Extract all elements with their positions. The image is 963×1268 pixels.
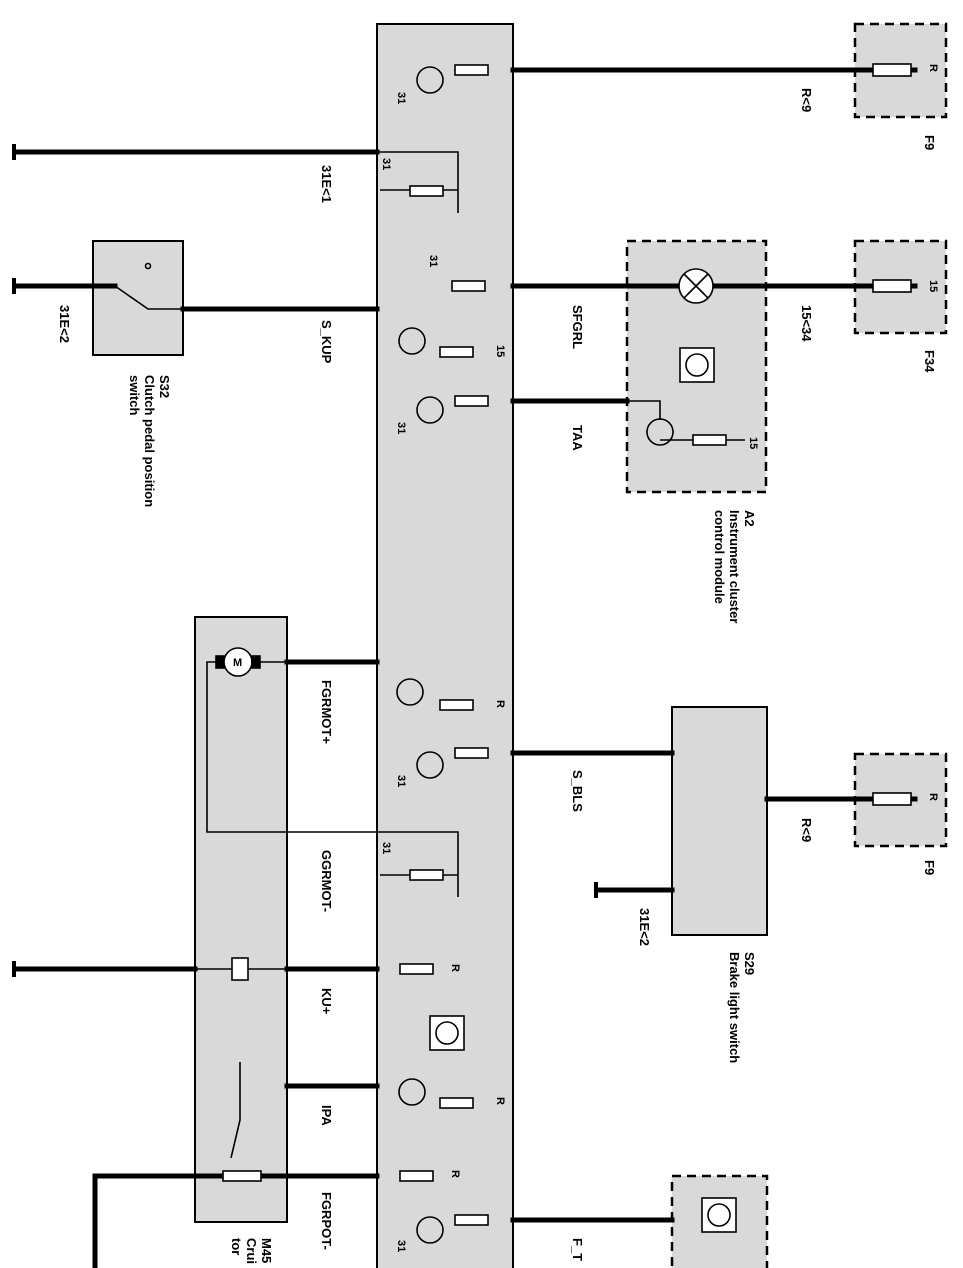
label-15-34: 15<34 [799, 305, 814, 342]
wires [12, 67, 918, 1268]
cruise-actuator-box [194, 616, 288, 1223]
pin-31: 31 [380, 158, 392, 170]
pin-r: R [449, 964, 461, 972]
f34-label: F34 [922, 350, 937, 373]
label-f-t: F_T [570, 1238, 585, 1261]
s29-id: S29 [742, 952, 757, 975]
pin-31: 31 [395, 775, 407, 787]
m45-line1: Crui [244, 1238, 259, 1264]
resistors [222, 63, 912, 1226]
signal-labels: R<9 31E<1 31E<2 S_KUP SFGRL TAA 15<34 FG… [57, 88, 814, 1261]
pin-r: R [927, 64, 939, 72]
label-fgrmot-plus: FGRMOT+ [319, 680, 334, 744]
f9-bottom-label: F9 [922, 860, 937, 875]
pin-31: 31 [395, 92, 407, 104]
svg-text:M: M [233, 657, 242, 669]
pin-r: R [494, 1097, 506, 1105]
a2-id: A2 [742, 510, 757, 527]
label-31e2-right: 31E<2 [637, 908, 652, 946]
label-ipa: IPA [319, 1105, 334, 1126]
a2-line2: control module [712, 510, 727, 604]
label-r9-top: R<9 [799, 88, 814, 112]
s29-line1: Brake light switch [727, 952, 742, 1063]
a2-line1: Instrument cluster [727, 510, 742, 623]
pin-31: 31 [395, 422, 407, 434]
label-31e2-left: 31E<2 [57, 305, 72, 343]
relay-coil [231, 957, 249, 981]
label-s-kup: S_KUP [319, 320, 334, 364]
pin-labels: R R 15 15 15 31 31 31 31 31 31 31 R R R … [380, 64, 939, 1252]
s32-id: S32 [157, 375, 172, 398]
label-ku-plus: KU+ [319, 988, 334, 1015]
pin-31: 31 [380, 842, 392, 854]
label-r9-bottom: R<9 [799, 818, 814, 842]
m45-line2: tor [229, 1238, 244, 1255]
motor-icon: M [215, 647, 261, 677]
ic-symbol-icon [429, 347, 737, 1233]
clutch-switch-contact [114, 262, 183, 310]
pin-31: 31 [395, 1240, 407, 1252]
clutch-switch-box [92, 240, 184, 356]
label-s-bls: S_BLS [570, 770, 585, 812]
pin-31: 31 [427, 255, 439, 267]
lamp-icon [678, 268, 714, 304]
m45-id: M45 [259, 1238, 274, 1263]
f9-top-label: F9 [922, 135, 937, 150]
pin-r: R [927, 793, 939, 801]
label-taa: TAA [570, 425, 585, 451]
pin-15: 15 [747, 437, 759, 449]
label-ggrmot-minus: GGRMOT- [319, 850, 334, 912]
pin-15: 15 [494, 345, 506, 357]
label-fgrpot-minus: FGRPOT- [319, 1192, 334, 1250]
control-module-box [376, 23, 514, 1268]
pin-r: R [449, 1170, 461, 1178]
component-labels: S32 Clutch pedal position switch A2 Inst… [127, 135, 937, 1264]
pin-r: R [494, 700, 506, 708]
s32-line1: Clutch pedal position [142, 375, 157, 507]
transistors [396, 66, 674, 1244]
pin-15: 15 [927, 280, 939, 292]
s32-line2: switch [127, 375, 142, 416]
brake-switch-box [671, 706, 768, 936]
label-31e1: 31E<1 [319, 165, 334, 203]
label-sfgrl: SFGRL [570, 305, 585, 349]
